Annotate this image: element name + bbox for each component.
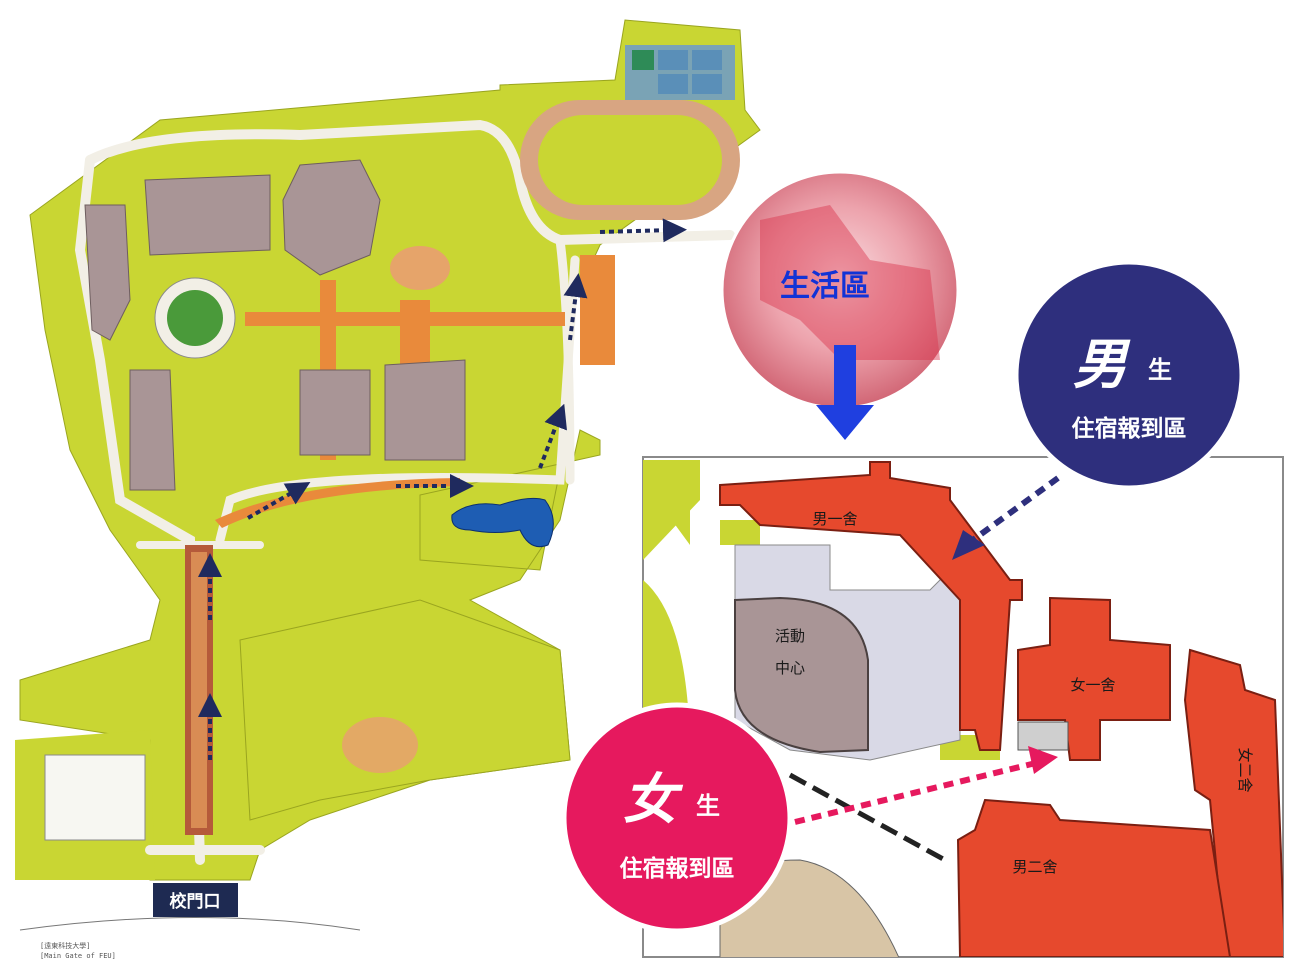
male-pointer [960,475,1060,551]
gate-caption-line2: [Main Gate of FEU] [40,952,116,960]
building-west-wing [84,204,131,341]
female-dorm-2-label: 女二舍 [1236,747,1254,792]
activity-center-label-2: 中心 [775,659,805,677]
building-center-east [384,359,466,461]
walking-route [198,218,687,760]
living-area-label: 生活區 [780,269,870,304]
lower-right-field [239,599,571,821]
lower-left-lot [44,754,146,841]
female-dorm-1 [1017,596,1171,761]
building-northwest [144,174,271,256]
female-dorm-1-label: 女一舍 [1070,676,1115,694]
living-area-highlight: 生活區 [720,170,960,410]
female-dorm-2 [1183,648,1283,957]
male-dorm-2 [956,798,1232,957]
activity-center-label-1: 活動 [775,627,805,645]
building-center [299,369,371,456]
male-dorm-1-label: 男一舍 [812,510,857,528]
building-west-lower [129,369,176,491]
male-checkin-bubble: 男 生 住宿報到區 [1013,259,1245,491]
female-checkin-bubble: 女 生 住宿報到區 [561,702,793,934]
female-bubble-small: 生 [696,792,720,820]
pond [451,497,554,548]
female-bubble-line2: 住宿報到區 [620,855,735,882]
male-bubble-big: 男 [1073,332,1131,396]
campus-buildings [84,159,466,491]
male-dorm-2-label: 男二舍 [1012,858,1057,876]
activity-center [734,596,869,754]
main-gate-badge: 校門口 [153,883,238,917]
male-bubble-line2: 住宿報到區 [1072,415,1187,442]
sports-courts [625,45,735,100]
baseball-field-upper [390,246,450,290]
running-track [520,100,740,220]
zoom-arrow [816,345,874,440]
female-bubble-big: 女 [623,767,684,831]
gate-caption-line1: [遠東科技大學] [40,941,90,950]
female-pointer [794,759,1041,825]
building-octagon [282,159,381,276]
baseball-field-lower [342,717,418,773]
male-dorm-1 [719,461,1023,751]
male-bubble-small: 生 [1148,356,1172,384]
main-campus-map: 生活區 校門口 [遠東科技大學] [Main Gate of FEU] [15,19,960,960]
main-gate-label: 校門口 [170,891,221,912]
gate-road-curve [19,917,361,931]
